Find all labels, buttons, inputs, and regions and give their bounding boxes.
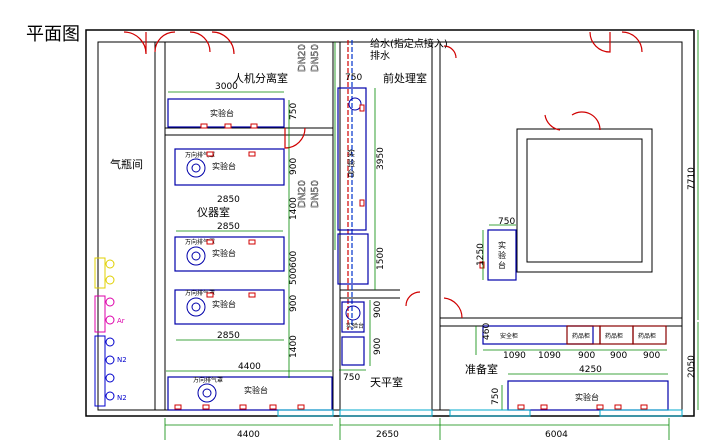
dim-750-balance: 750 (343, 373, 360, 383)
bench-vert-2a: 实 (498, 240, 506, 250)
room-human-machine: 人机分离室 (233, 71, 288, 85)
safety-cabinet-label: 安全柜 (500, 332, 518, 340)
courtyard (516, 128, 653, 273)
gas-cylinders (94, 257, 115, 407)
dim-2850-a: 2850 (217, 222, 240, 232)
dim-900-v4: 900 (373, 338, 383, 355)
bench-vert-2b: 验 (498, 250, 506, 260)
water-notes: 给水(指定点接入) 排水 (352, 37, 448, 62)
dimension-texts: 3000 2850 2850 2850 4400 750 750 750 109… (215, 73, 697, 440)
bench-label-2: 实验台 (212, 161, 236, 171)
dim-900-v1: 900 (289, 158, 299, 175)
dim-4400-a: 4400 (238, 362, 261, 372)
dim-500-v: 500 (289, 268, 299, 285)
bench-label-balance: 实验台 (346, 322, 364, 330)
dn20-label-mid: DN20 (297, 180, 308, 208)
bench-vert-1c: 台 (347, 168, 355, 178)
reagent-cabinet-3: 药品柜 (638, 332, 656, 340)
dim-2850-c: 2850 (217, 195, 240, 205)
dim-900-v3: 900 (373, 301, 383, 318)
dim-460: 460 (482, 323, 492, 340)
dim-2850-b: 2850 (217, 331, 240, 341)
room-labels: 气瓶间 人机分离室 仪器室 前处理室 天平室 准备室 (110, 71, 498, 389)
dim-1400-v1: 1400 (289, 197, 299, 220)
bench-label-1: 实验台 (210, 108, 234, 118)
dim-600-v: 600 (289, 251, 299, 268)
dim-1090-b: 1090 (538, 351, 561, 361)
bench-vert-1a: 实 (347, 148, 355, 158)
dim-4400-b: 4400 (237, 430, 260, 440)
dim-900-c: 900 (643, 351, 660, 361)
dim-2650: 2650 (376, 430, 399, 440)
hood-label-1: 万向排气罩 (185, 151, 215, 159)
dim-900-a: 900 (578, 351, 595, 361)
walls (85, 29, 695, 417)
dn50-label-top: DN50 (310, 44, 321, 72)
dim-7710: 7710 (687, 167, 697, 190)
hood-label-4: 万向排气罩 (193, 376, 223, 384)
benches (167, 87, 669, 411)
bench-label-6: 实验台 (575, 392, 599, 402)
reagent-cabinet-1: 药品柜 (572, 332, 590, 340)
bench-vert-2c: 台 (498, 260, 506, 270)
room-gas-cylinder: 气瓶间 (110, 157, 143, 171)
dim-1500: 1500 (376, 247, 386, 270)
dim-900-v2: 900 (289, 295, 299, 312)
dim-1250: 1250 (476, 243, 486, 266)
dim-750-top: 750 (345, 73, 362, 83)
dim-6004: 6004 (545, 430, 568, 440)
drain-note: 排水 (370, 49, 390, 62)
pipe-labels: DN20 DN50 DN20 DN50 (297, 44, 321, 208)
dn50-label-mid: DN50 (310, 180, 321, 208)
doors (123, 31, 643, 319)
dim-1400-v2: 1400 (289, 335, 299, 358)
bench-label-3: 实验台 (212, 248, 236, 258)
dim-750-prep: 750 (498, 217, 515, 227)
hood-label-2: 万向排气罩 (185, 238, 215, 246)
gas-label-ar: Ar (117, 317, 125, 325)
room-instrument: 仪器室 (197, 205, 230, 219)
bench-label-4: 实验台 (212, 299, 236, 309)
room-balance: 天平室 (370, 375, 403, 389)
dim-3000: 3000 (215, 82, 238, 92)
bench-vert-1b: 验 (347, 158, 355, 168)
sockets (174, 104, 648, 410)
bench-label-5: 实验台 (244, 385, 268, 395)
hood-label-3: 万向排气罩 (185, 289, 215, 297)
dimension-lines (164, 30, 699, 440)
reagent-cabinet-2: 药品柜 (605, 332, 623, 340)
dn20-label-top: DN20 (297, 44, 308, 72)
dim-900-b: 900 (610, 351, 627, 361)
water-supply-note: 给水(指定点接入) (370, 37, 448, 50)
dim-4250: 4250 (579, 365, 602, 375)
room-prep: 准备室 (465, 362, 498, 376)
pipes (334, 40, 353, 330)
gas-label-n2-a: N2 (117, 356, 127, 364)
gas-label-n2-b: N2 (117, 394, 127, 402)
dim-2050: 2050 (687, 355, 697, 378)
room-pretreatment: 前处理室 (383, 71, 427, 85)
dim-1090-a: 1090 (503, 351, 526, 361)
bench-labels: 实验台 实验台 实验台 实验台 实验台 实验台 实验台 实 验 台 实 验 台 … (185, 108, 656, 402)
fume-hoods (186, 97, 362, 403)
dim-3950: 3950 (376, 147, 386, 170)
page-title: 平面图 (26, 24, 80, 45)
dim-750-v: 750 (289, 103, 299, 120)
windows (277, 409, 683, 417)
gas-labels: Ar N2 N2 (117, 317, 127, 402)
dim-750-prep-v: 750 (491, 388, 501, 405)
